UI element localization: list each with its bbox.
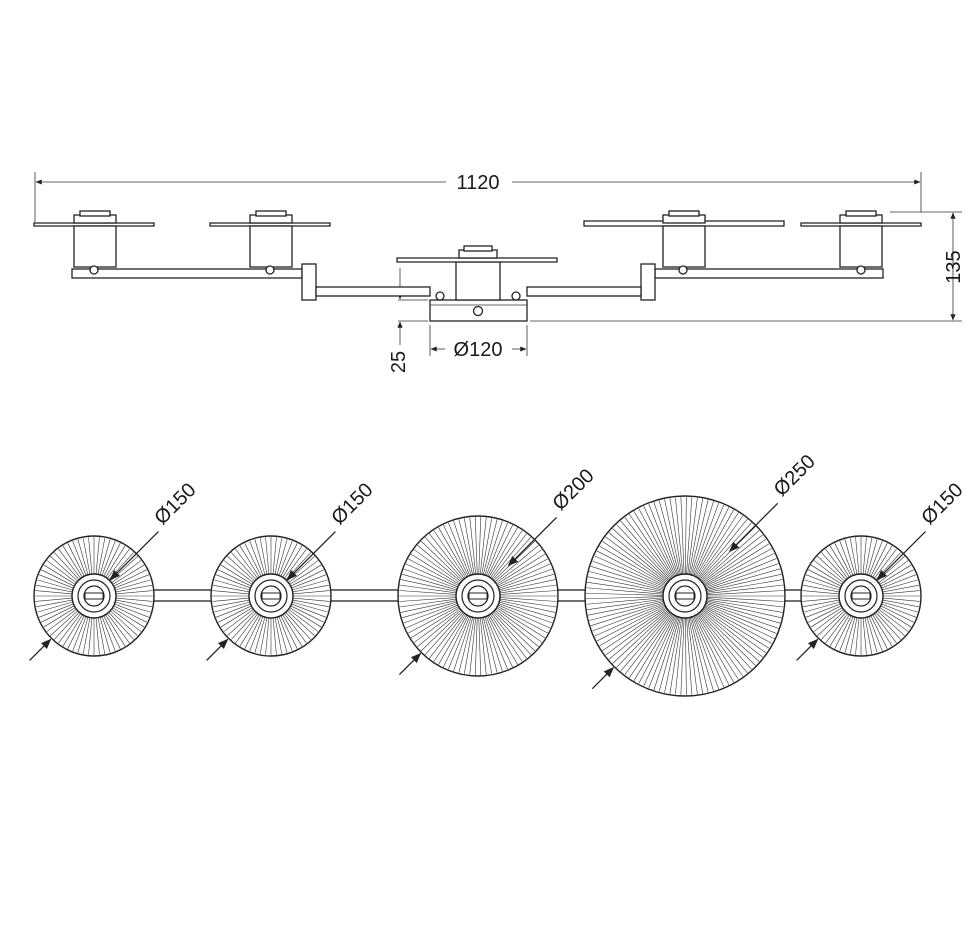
length-label: 1120 <box>456 172 499 194</box>
lamp-head-3 <box>396 245 558 263</box>
lamp-head-5 <box>800 210 922 275</box>
ceiling-base <box>429 261 528 322</box>
shade-4: Ø250 <box>584 451 820 697</box>
base-diameter-label: Ø120 <box>454 339 503 361</box>
left-arm <box>71 263 431 301</box>
lamp-head-4 <box>583 210 785 275</box>
shade-2-diameter-label: Ø150 <box>327 479 377 529</box>
base-diameter-dimension: Ø120 <box>429 325 528 361</box>
shade-5-diameter-label: Ø150 <box>917 479 967 529</box>
base-depth-dimension: 25 <box>388 268 428 373</box>
lamp-head-2 <box>209 210 331 275</box>
shade-3-diameter-label: Ø200 <box>549 465 599 515</box>
base-depth-label: 25 <box>388 351 410 373</box>
shade-3: Ø200 <box>397 465 599 677</box>
right-arm <box>526 263 884 301</box>
shade-4-diameter-label: Ø250 <box>770 451 820 501</box>
lamp-head-1 <box>33 210 155 275</box>
shade-1: Ø150 <box>29 479 201 661</box>
side-view: 1120 135 25 Ø120 <box>33 172 965 373</box>
height-dimension: 135 <box>530 211 965 322</box>
shade-2: Ø150 <box>206 479 378 661</box>
shade-5: Ø150 <box>796 479 968 661</box>
shade-1-diameter-label: Ø150 <box>150 479 200 529</box>
length-dimension: 1120 <box>34 172 922 222</box>
height-label: 135 <box>943 250 965 283</box>
